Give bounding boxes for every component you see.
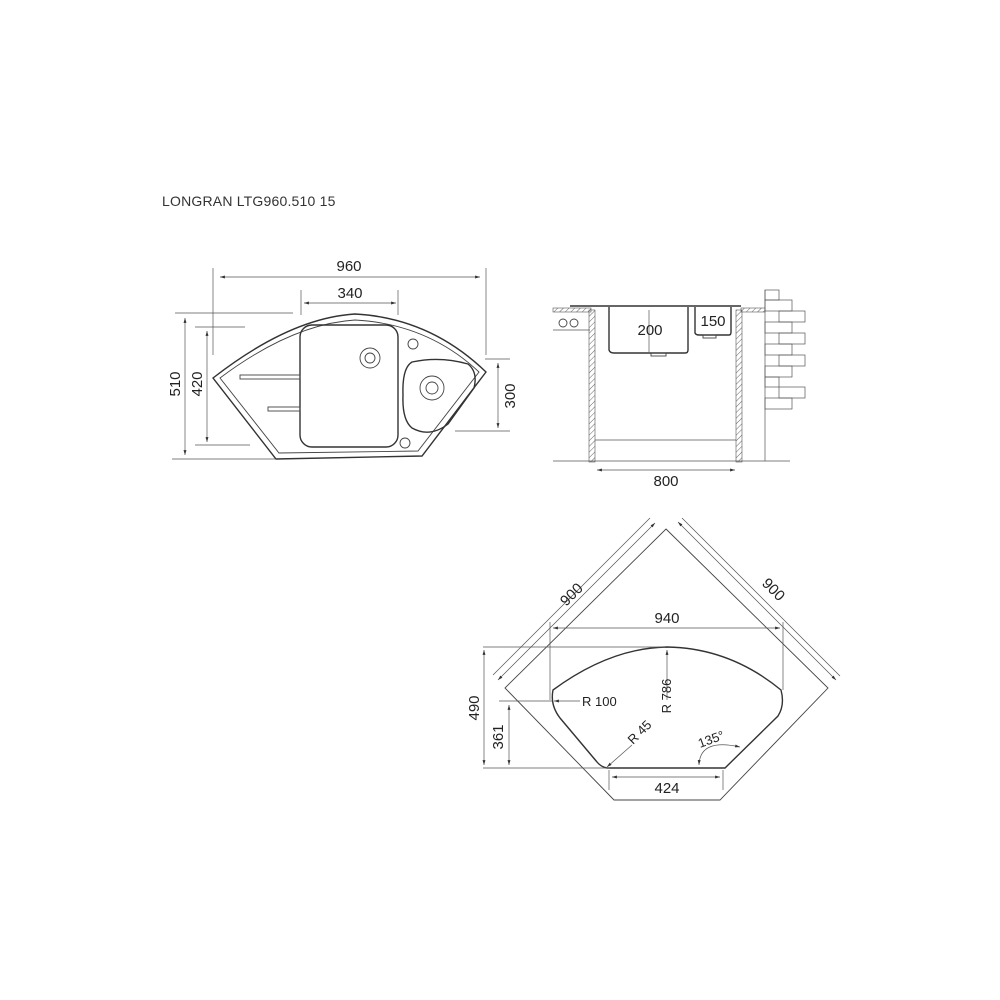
drain-groove bbox=[239, 374, 301, 380]
cabinet-outline bbox=[504, 528, 829, 801]
dim-side-right: 900 bbox=[758, 575, 788, 605]
small-bowl bbox=[402, 358, 476, 433]
dim-bowl-depth-main: 200 bbox=[637, 322, 662, 339]
dim-left-depth: 361 bbox=[490, 724, 507, 749]
dim-width: 960 bbox=[336, 258, 361, 275]
radius-corner-label: R 45 bbox=[625, 717, 655, 747]
radius-side-label: R 100 bbox=[582, 694, 617, 709]
tap-hole bbox=[399, 437, 411, 449]
dim-front-width: 424 bbox=[654, 780, 679, 797]
dim-depth: 510 bbox=[167, 371, 184, 396]
brick-wall bbox=[764, 289, 806, 461]
dim-side-left: 900 bbox=[557, 580, 587, 610]
cabinet-wall bbox=[588, 309, 596, 463]
dim-inner-depth: 420 bbox=[189, 371, 206, 396]
drain-icon bbox=[419, 375, 445, 401]
drain-groove bbox=[267, 406, 301, 412]
corner-view: 900 900 940 490 361 424 R 786 R 100 R 45… bbox=[466, 517, 841, 801]
dim-overall-width: 940 bbox=[654, 610, 679, 627]
dim-small-bowl: 300 bbox=[502, 383, 519, 408]
dim-bowl-depth-small: 150 bbox=[700, 313, 725, 330]
drain-icon bbox=[359, 347, 381, 369]
sink-outline bbox=[212, 313, 487, 460]
product-title: LONGRAN LTG960.510 15 bbox=[162, 193, 336, 209]
sink-inner-outline bbox=[219, 319, 480, 454]
dim-bowl-width: 340 bbox=[337, 285, 362, 302]
tap-hole bbox=[407, 338, 419, 350]
cabinet-wall bbox=[735, 309, 743, 463]
main-bowl bbox=[299, 324, 399, 448]
angle-label: 135° bbox=[696, 728, 726, 751]
dim-overall-depth: 490 bbox=[466, 695, 483, 720]
main-bowl-profile bbox=[608, 307, 689, 354]
top-view: 960 340 510 420 300 bbox=[167, 258, 519, 460]
dim-cabinet-width: 800 bbox=[653, 473, 678, 490]
side-view: 200 150 800 bbox=[552, 289, 806, 490]
radius-large-label: R 786 bbox=[659, 679, 674, 714]
